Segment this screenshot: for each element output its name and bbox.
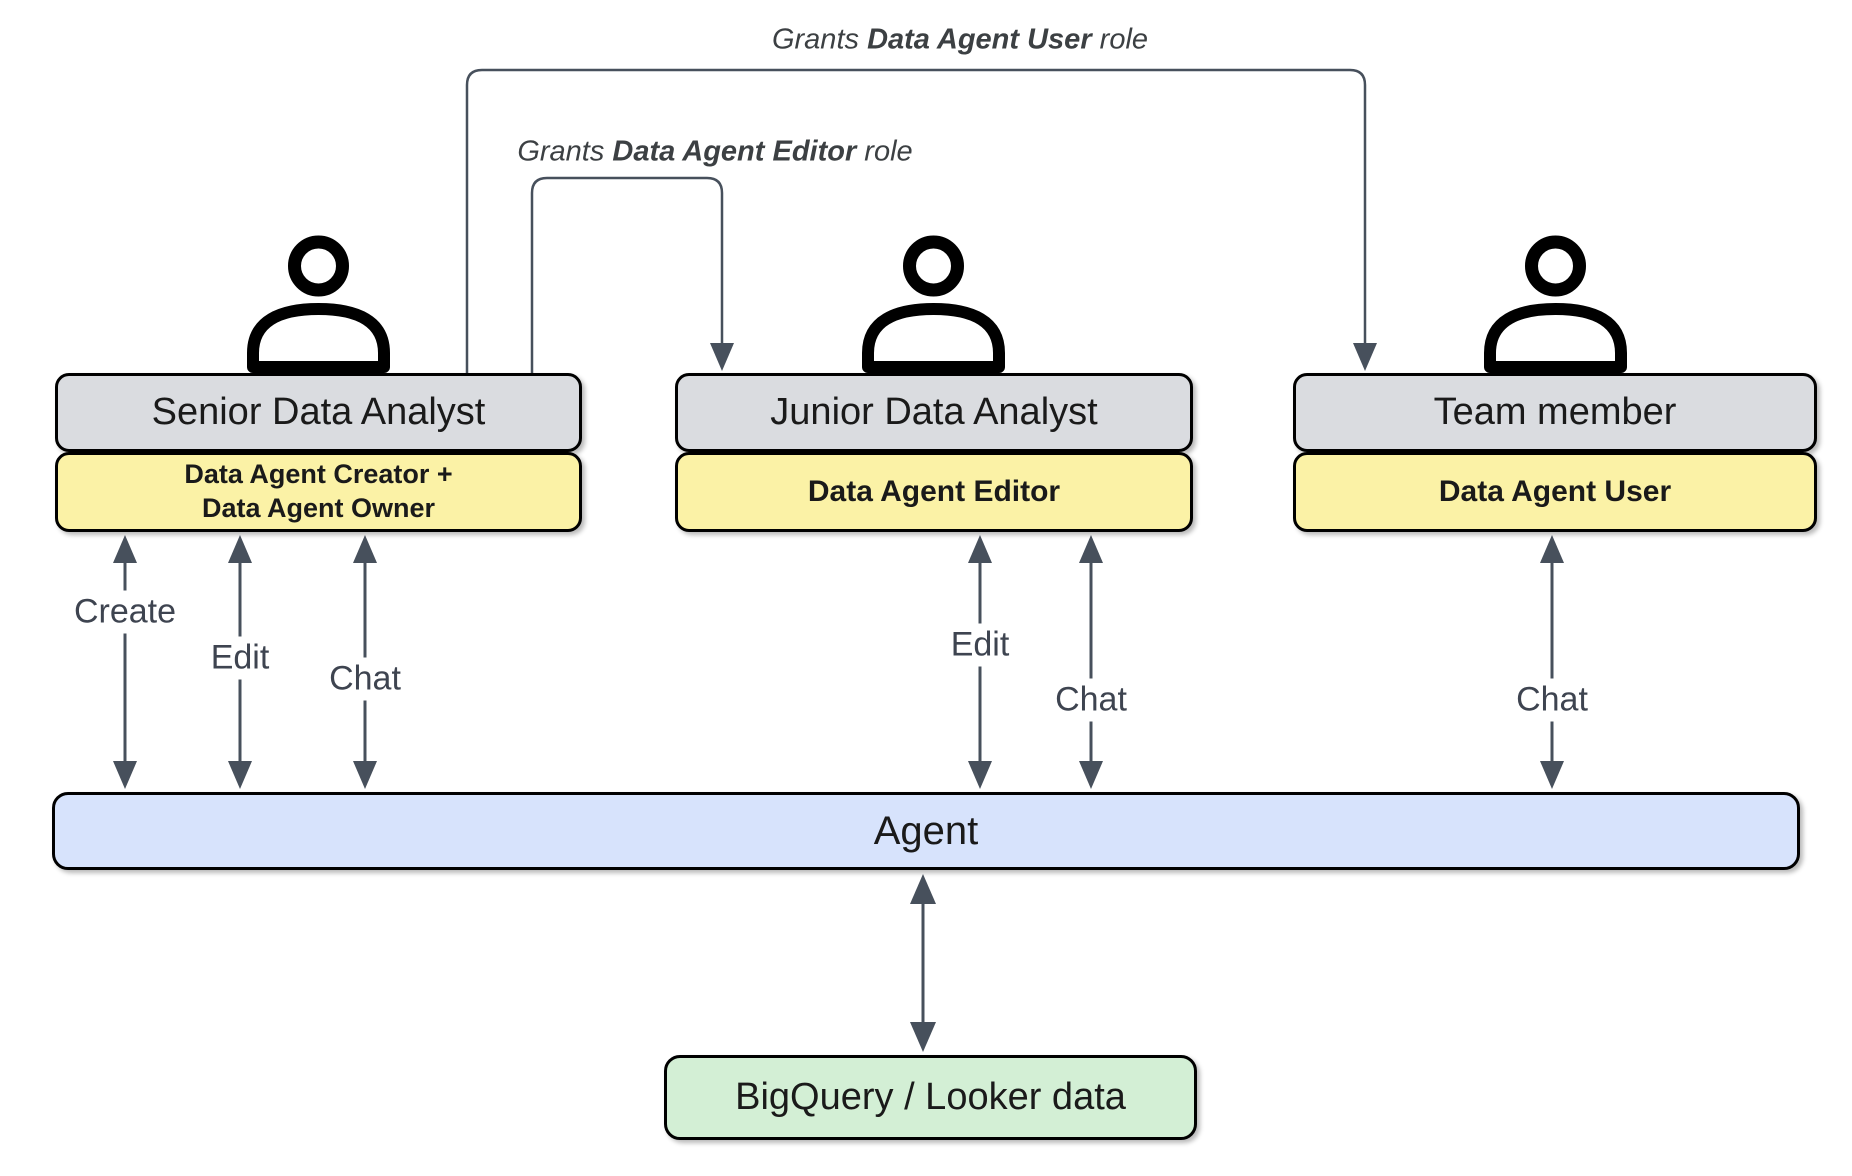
team-member-title-box: Team member [1293,373,1817,452]
grants-editor-role-name: Data Agent Editor [612,135,857,168]
junior-analyst-person-icon [862,235,1005,373]
grants-editor-connector [530,176,724,373]
senior-analyst-person-icon [247,235,390,373]
senior-chat-label: Chat [320,657,410,701]
agent-datastore-arrow [910,874,936,1052]
team-member-role-box: Data Agent User [1293,452,1817,532]
grants-editor-arrowhead [710,343,734,371]
junior-analyst-role-box: Data Agent Editor [675,452,1193,532]
grants-user-role-name: Data Agent User [867,23,1092,56]
junior-analyst-title-box: Junior Data Analyst [675,373,1193,452]
bigquery-looker-box: BigQuery / Looker data [664,1055,1197,1140]
grants-user-arrowhead [1353,343,1377,371]
grants-editor-prefix: Grants [517,135,613,168]
team-member-person-icon [1484,235,1627,373]
grants-user-prefix: Grants [771,23,868,56]
agent-bar: Agent [52,792,1800,870]
senior-analyst-title-box: Senior Data Analyst [55,373,582,452]
senior-create-label: Create [64,590,186,634]
grants-user-label: Grants Data Agent User role [765,23,1155,57]
team-chat-arrow [1540,535,1564,789]
team-chat-label: Chat [1507,678,1597,722]
grants-editor-suffix: role [856,135,913,168]
senior-create-arrow [113,535,137,789]
junior-edit-label: Edit [941,623,1019,667]
grants-editor-label: Grants Data Agent Editor role [511,135,919,169]
junior-chat-arrow [1079,535,1103,789]
senior-analyst-role-box: Data Agent Creator + Data Agent Owner [55,452,582,532]
junior-chat-label: Chat [1046,678,1136,722]
grants-user-suffix: role [1091,23,1149,56]
senior-edit-label: Edit [201,636,279,680]
